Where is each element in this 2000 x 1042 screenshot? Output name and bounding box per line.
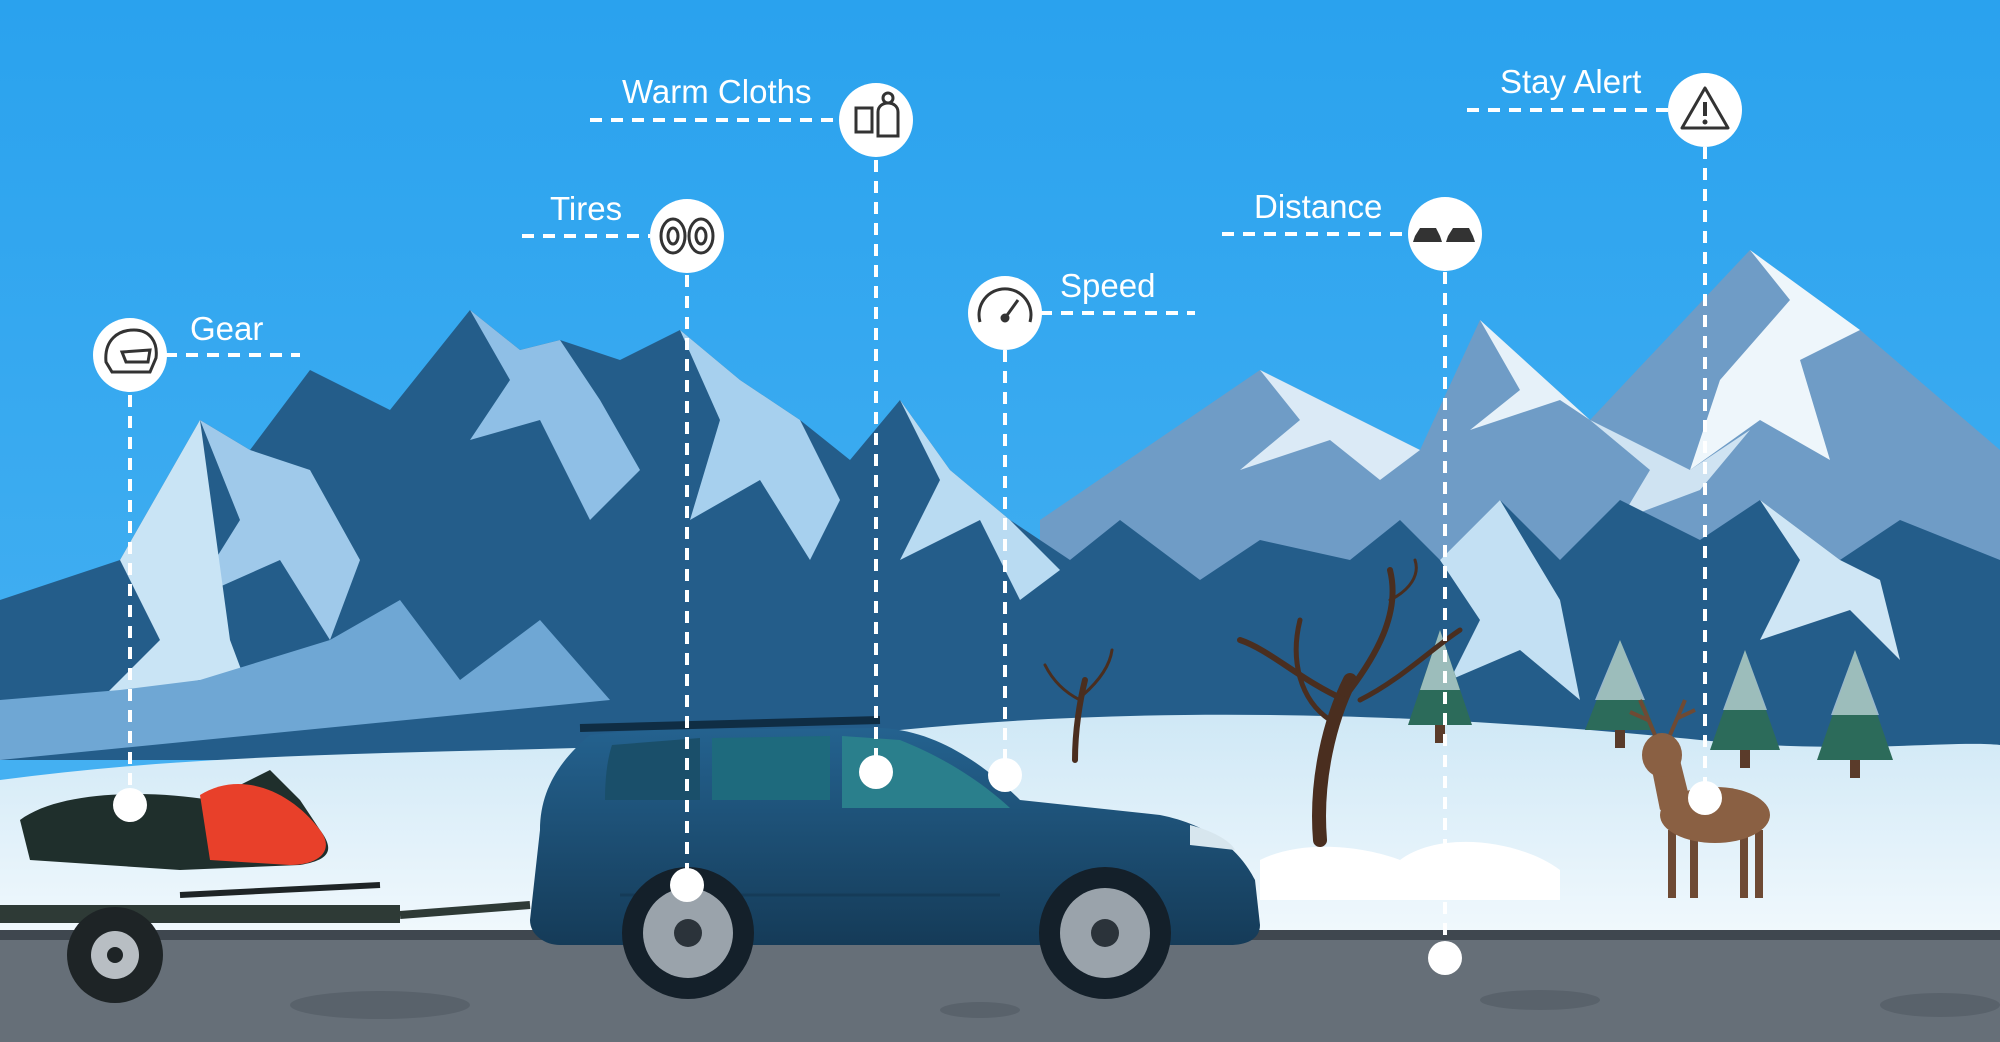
distance-end-dot (1428, 941, 1462, 975)
tires-end-dot (670, 868, 704, 902)
distance-label: Distance (1254, 188, 1382, 225)
callout-stay-alert: Stay Alert (1500, 63, 1742, 147)
snow-drift (1260, 841, 1560, 900)
warm-cloths-label: Warm Cloths (622, 73, 811, 110)
callout-warm-cloths: Warm Cloths (622, 73, 913, 157)
speed-end-dot (988, 758, 1022, 792)
callout-gear: Gear (93, 310, 263, 392)
callout-speed: Speed (968, 267, 1155, 350)
stay-alert-end-dot (1688, 781, 1722, 815)
callout-tires: Tires (550, 190, 724, 273)
tires-label: Tires (550, 190, 622, 227)
warning-icon (1680, 86, 1730, 130)
gear-label: Gear (190, 310, 263, 347)
road (0, 935, 2000, 1042)
road-patches (290, 990, 2000, 1019)
gear-end-dot (113, 788, 147, 822)
callout-distance: Distance (1254, 188, 1482, 271)
stay-alert-label: Stay Alert (1500, 63, 1641, 100)
tires-icon (659, 217, 715, 255)
callout-lines (128, 108, 1707, 950)
suv-car (530, 716, 1260, 999)
bare-tree (1237, 558, 1463, 847)
mountains-front (0, 310, 2000, 760)
warm-cloths-end-dot (859, 755, 893, 789)
speed-label: Speed (1060, 267, 1155, 304)
snowmobile-trailer (0, 770, 531, 1003)
speedometer-icon (977, 287, 1033, 323)
helmet-icon (104, 328, 158, 374)
warm-clothes-icon (854, 91, 900, 138)
cars-distance-icon (1413, 228, 1475, 242)
callout-end-dots (113, 755, 1722, 975)
deer (1629, 699, 1770, 898)
pine-trees (1408, 630, 1893, 778)
bare-tree-small (1043, 648, 1114, 763)
